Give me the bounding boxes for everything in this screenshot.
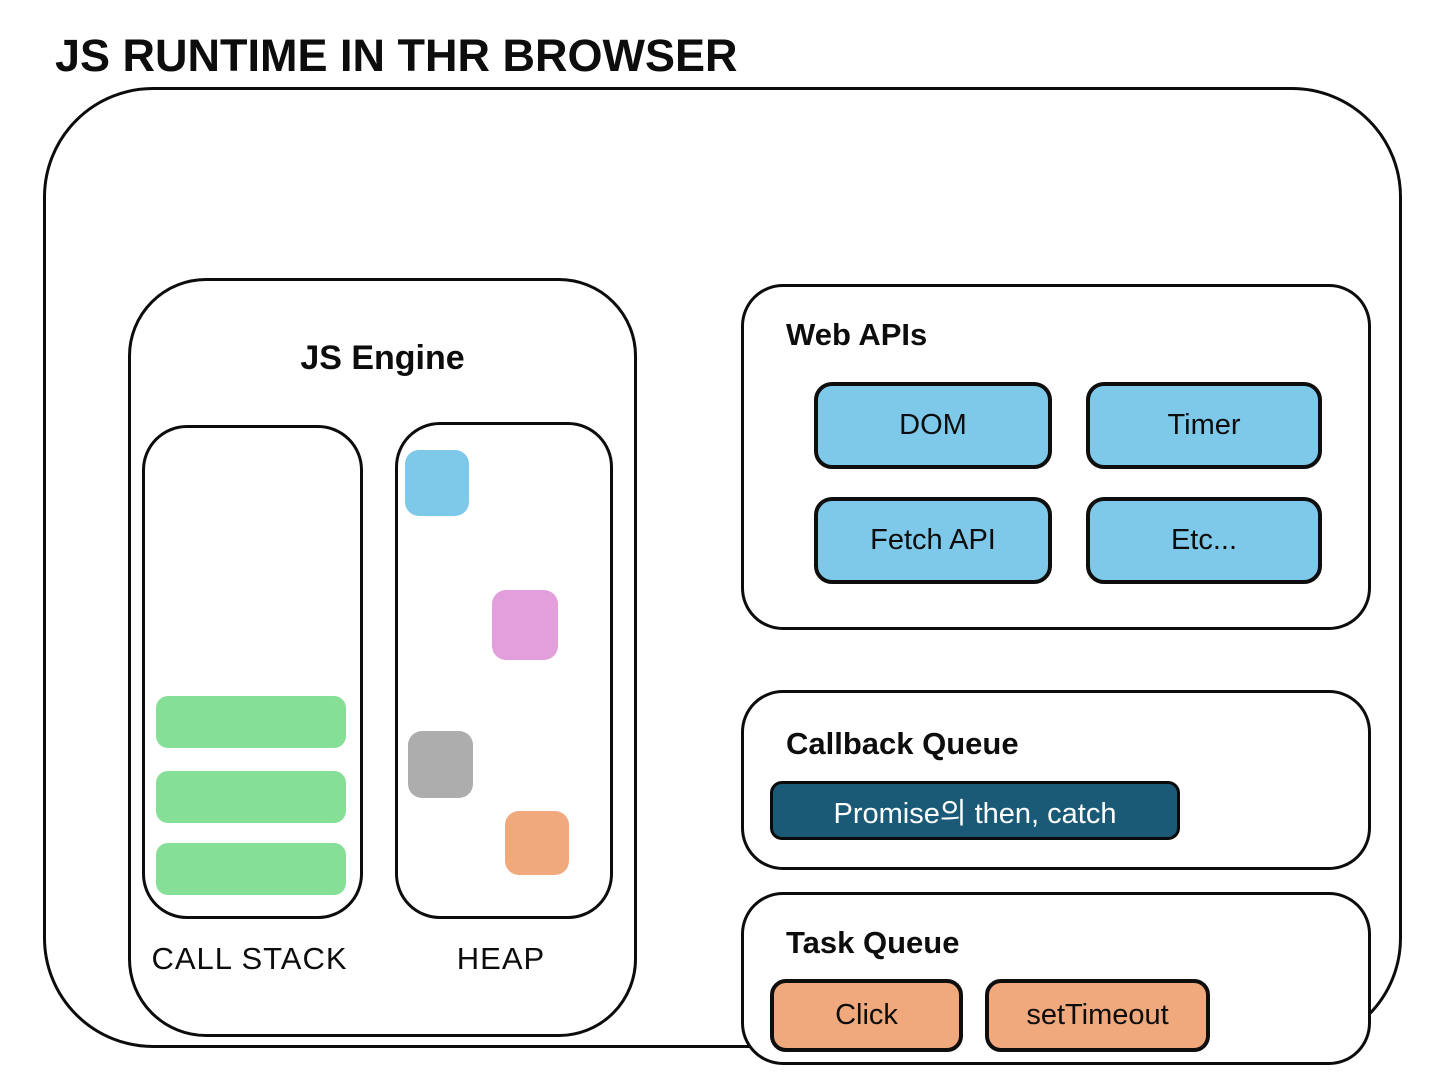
click-task-chip: Click bbox=[770, 979, 963, 1052]
js-engine-box: JS Engine CALL STACK HEAP bbox=[128, 278, 637, 1037]
call-stack-frame bbox=[156, 843, 346, 895]
browser-runtime-container: JS Engine CALL STACK HEAP Web APIs DOM T… bbox=[43, 87, 1402, 1065]
web-apis-title: Web APIs bbox=[786, 317, 928, 352]
etc-api-chip: Etc... bbox=[1086, 497, 1322, 584]
settimeout-task-chip: setTimeout bbox=[985, 979, 1210, 1052]
heap-box bbox=[395, 422, 613, 919]
call-stack-box bbox=[142, 425, 363, 919]
call-stack-label: CALL STACK bbox=[151, 941, 348, 976]
page-title: JS RUNTIME IN THR BROWSER bbox=[55, 30, 738, 81]
web-apis-box: Web APIs DOM Timer Fetch API Etc... bbox=[741, 284, 1371, 630]
callback-queue-box: Callback Queue Promise의 then, catch bbox=[741, 690, 1371, 870]
heap-label: HEAP bbox=[456, 941, 546, 976]
heap-object-orange bbox=[505, 811, 569, 875]
task-queue-title: Task Queue bbox=[786, 925, 960, 960]
dom-api-chip: DOM bbox=[814, 382, 1052, 469]
heap-object-pink bbox=[492, 590, 558, 660]
call-stack-frame bbox=[156, 696, 346, 748]
timer-api-chip: Timer bbox=[1086, 382, 1322, 469]
js-engine-title: JS Engine bbox=[300, 339, 465, 377]
heap-object-gray bbox=[408, 731, 473, 798]
fetch-api-chip: Fetch API bbox=[814, 497, 1052, 584]
promise-then-catch-chip: Promise의 then, catch bbox=[770, 781, 1180, 840]
heap-object-blue bbox=[405, 450, 469, 516]
task-queue-box: Task Queue Click setTimeout bbox=[741, 892, 1371, 1065]
callback-queue-title: Callback Queue bbox=[786, 726, 1019, 761]
call-stack-frame bbox=[156, 771, 346, 823]
